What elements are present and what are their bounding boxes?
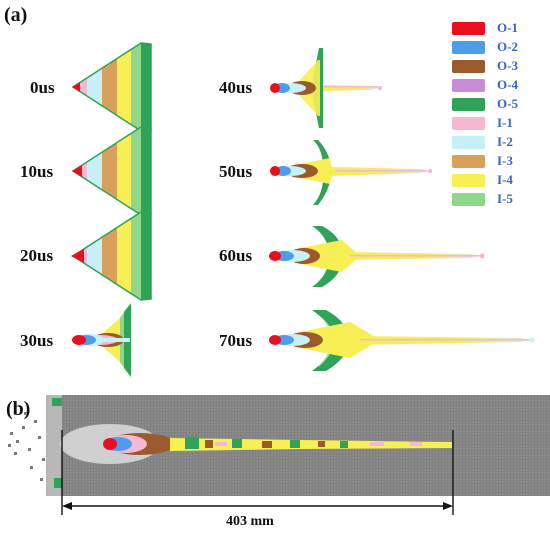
liner-20us	[71, 211, 152, 301]
legend-label-o3: O-3	[497, 58, 518, 73]
time-label-70us: 70us	[219, 331, 253, 350]
jet-40us	[270, 48, 382, 128]
time-label-20us: 20us	[20, 246, 54, 265]
legend-swatch-o4	[452, 79, 485, 92]
liner-30us	[72, 303, 131, 377]
legend-swatch-i2	[452, 136, 485, 149]
legend-swatch-i3	[452, 155, 485, 168]
liner-10us	[71, 126, 152, 216]
time-label-30us: 30us	[20, 331, 54, 350]
penetration-cavity	[60, 424, 452, 464]
jet-60us	[269, 226, 485, 287]
legend-swatch-i1	[452, 117, 485, 130]
legend-label-i1: I-1	[497, 115, 513, 130]
legend-swatch-o1	[452, 22, 485, 35]
legend-label-i5: I-5	[497, 191, 513, 206]
legend-label-o1: O-1	[497, 20, 518, 35]
dimension-label: 403 mm	[226, 514, 274, 529]
legend-swatch-i4	[452, 174, 485, 187]
legend-label-o2: O-2	[497, 39, 518, 54]
time-label-60us: 60us	[219, 246, 253, 265]
time-label-50us: 50us	[219, 162, 253, 181]
time-label-40us: 40us	[219, 78, 253, 97]
legend-label-o4: O-4	[497, 77, 518, 92]
jet-50us	[270, 140, 432, 205]
legend-label-i4: I-4	[497, 172, 513, 187]
panel-a-label: (a)	[4, 4, 28, 26]
legend-swatch-o2	[452, 41, 485, 54]
legend-label-i3: I-3	[497, 153, 513, 168]
legend-swatch-o5	[452, 98, 485, 111]
legend-label-i2: I-2	[497, 134, 513, 149]
liner-0us	[71, 42, 152, 132]
legend-swatch-o3	[452, 60, 485, 73]
legend-label-o5: O-5	[497, 96, 518, 111]
dimension-line	[61, 430, 454, 515]
time-label-10us: 10us	[20, 162, 54, 181]
jet-70us	[269, 310, 535, 371]
legend-swatch-i5	[452, 193, 485, 206]
time-label-0us: 0us	[30, 78, 55, 97]
